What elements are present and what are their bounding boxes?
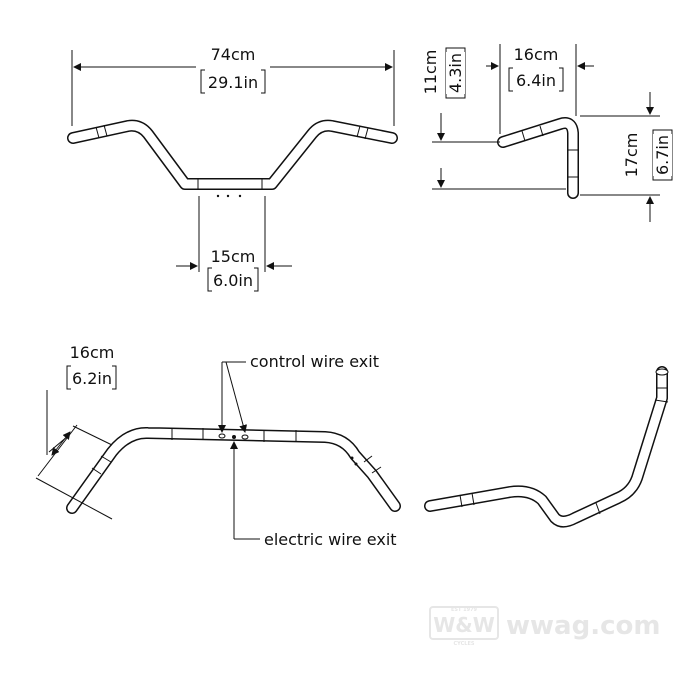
depth-label-inches: 6.2in [72,369,112,388]
control-wire-label: control wire exit [250,352,379,371]
center-width-dimension: 15cm 6.0in [176,196,292,292]
electric-wire-label: electric wire exit [264,530,397,549]
height-label-inches: 4.3in [446,53,465,93]
electric-wire-callout: electric wire exit [230,441,397,549]
front-view: 74cm 29.1in 15cm 6.0in [67,44,398,292]
pullback-dimension: 16cm 6.4in [486,44,594,134]
center-width-label: 15cm [211,247,256,266]
center-width-label-inches: 6.0in [213,271,253,290]
width-label-inches: 29.1in [208,73,258,92]
width-dimension: 74cm 29.1in [71,44,395,126]
side-view: 16cm 6.4in 11cm 4.3in 17cm 6.7in [421,44,673,222]
height-label: 11cm [421,50,440,95]
side-handlebar-drawing [497,117,579,199]
watermark-logo: W&W [433,613,495,637]
control-wire-callout: control wire exit [218,352,379,433]
perspective-view [424,366,669,528]
rise-label: 17cm [622,133,641,178]
angled-handlebar-drawing [66,426,401,514]
perspective-handlebar-drawing [424,366,669,528]
width-label: 74cm [211,45,256,64]
depth-label: 16cm [70,343,115,362]
height-dimension: 11cm 4.3in [421,47,566,190]
watermark-logo-bottom: CYCLES [454,641,475,647]
rise-dimension: 17cm 6.7in [580,92,673,222]
watermark-logo-top: EST 1979 [451,607,478,613]
watermark-site: wwag.com [506,611,660,641]
rise-label-inches: 6.7in [653,135,672,175]
watermark: EST 1979 W&W CYCLES wwag.com [429,606,660,647]
front-handlebar-drawing [67,119,398,198]
pullback-label: 16cm [514,45,559,64]
angled-view: 16cm 6.2in control wire exit electric wi… [35,343,401,549]
pullback-label-inches: 6.4in [516,71,556,90]
logo-badge-icon [429,606,499,640]
depth-dimension: 16cm 6.2in [35,343,117,520]
